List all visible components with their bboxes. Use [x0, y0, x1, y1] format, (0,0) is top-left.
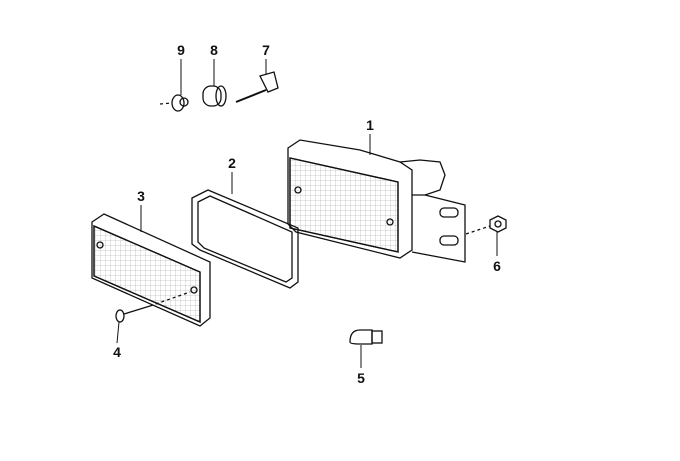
screw-part-4	[115, 291, 191, 323]
leader-lines	[116, 59, 498, 368]
part-label-2: 2	[228, 155, 236, 171]
buffer-part-8	[202, 85, 227, 107]
bolt-part-7	[235, 71, 279, 103]
part-label-4: 4	[113, 344, 121, 360]
part-label-5: 5	[357, 370, 365, 386]
bulb-part-5	[349, 329, 383, 345]
nut-part-6	[465, 215, 507, 235]
part-label-7: 7	[262, 42, 270, 58]
part-label-1: 1	[366, 117, 374, 133]
part-label-6: 6	[493, 258, 501, 274]
nut-washer-part-9	[159, 94, 189, 112]
part-label-8: 8	[210, 42, 218, 58]
part-label-9: 9	[177, 42, 185, 58]
gasket-part-2	[191, 189, 299, 289]
part-label-3: 3	[137, 188, 145, 204]
housing-part-1	[287, 139, 466, 263]
